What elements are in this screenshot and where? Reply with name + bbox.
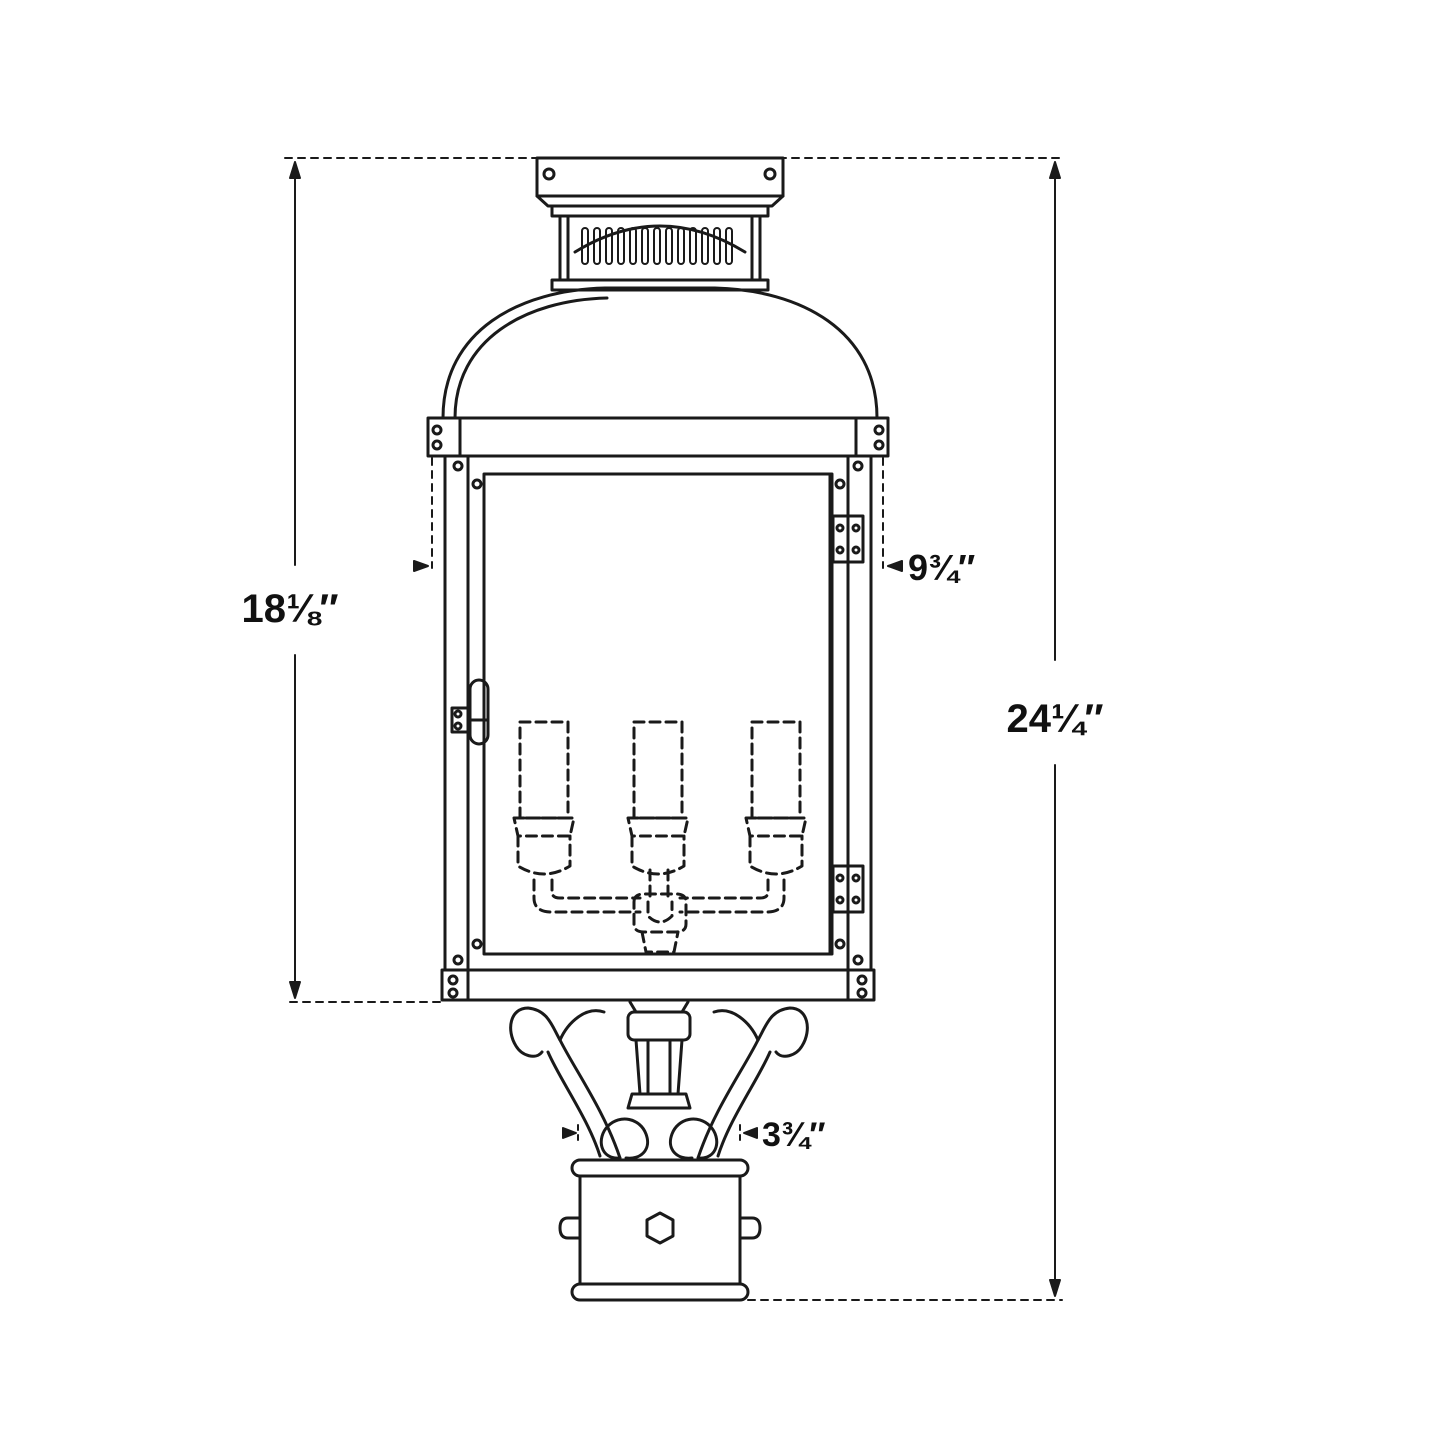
candle-sleeve bbox=[518, 720, 570, 820]
vent-slots bbox=[581, 227, 733, 265]
rivet-icon bbox=[542, 167, 556, 181]
post-fitter bbox=[558, 1158, 762, 1302]
body-height-label: 18⅛″ bbox=[241, 587, 338, 631]
arrow-left bbox=[743, 1127, 758, 1139]
bulb-socket bbox=[626, 816, 690, 876]
candle-arm bbox=[678, 878, 786, 914]
hex-bolt-icon bbox=[645, 1211, 675, 1245]
bottom-band bbox=[440, 968, 876, 1002]
bulb-socket bbox=[744, 816, 808, 876]
arrow-right bbox=[562, 1127, 577, 1139]
fitter-width-label: 3¾″ bbox=[762, 1116, 826, 1154]
candle-sleeve bbox=[632, 720, 684, 820]
arrow-left bbox=[887, 560, 903, 572]
overall-height-label: 24¼″ bbox=[1006, 697, 1103, 741]
candle-arm bbox=[550, 878, 642, 900]
arrow-down bbox=[1049, 1279, 1061, 1297]
center-hub bbox=[632, 892, 688, 934]
arrow-right bbox=[413, 560, 429, 572]
candle-arm bbox=[532, 878, 642, 914]
arrow-up bbox=[1049, 161, 1061, 179]
hinge-bottom bbox=[831, 864, 865, 914]
arrow-up bbox=[289, 161, 301, 179]
upper-band bbox=[426, 416, 890, 458]
top-cap bbox=[535, 156, 785, 292]
bulb-socket bbox=[512, 816, 576, 876]
set-screw-icon bbox=[558, 1216, 582, 1240]
candle-arm bbox=[678, 878, 770, 900]
hinge-top bbox=[831, 514, 865, 564]
arrow-down bbox=[289, 981, 301, 999]
candle-sleeve bbox=[750, 720, 802, 820]
door-latch bbox=[450, 678, 490, 746]
dimension-lines bbox=[284, 157, 1063, 1301]
body-frame bbox=[443, 454, 873, 972]
body-width-label: 9¾″ bbox=[908, 547, 975, 588]
set-screw-icon bbox=[738, 1216, 762, 1240]
rivet-icon bbox=[763, 167, 777, 181]
candle-cluster bbox=[512, 720, 808, 954]
dome bbox=[441, 286, 879, 420]
scroll-bracket bbox=[509, 1000, 809, 1160]
